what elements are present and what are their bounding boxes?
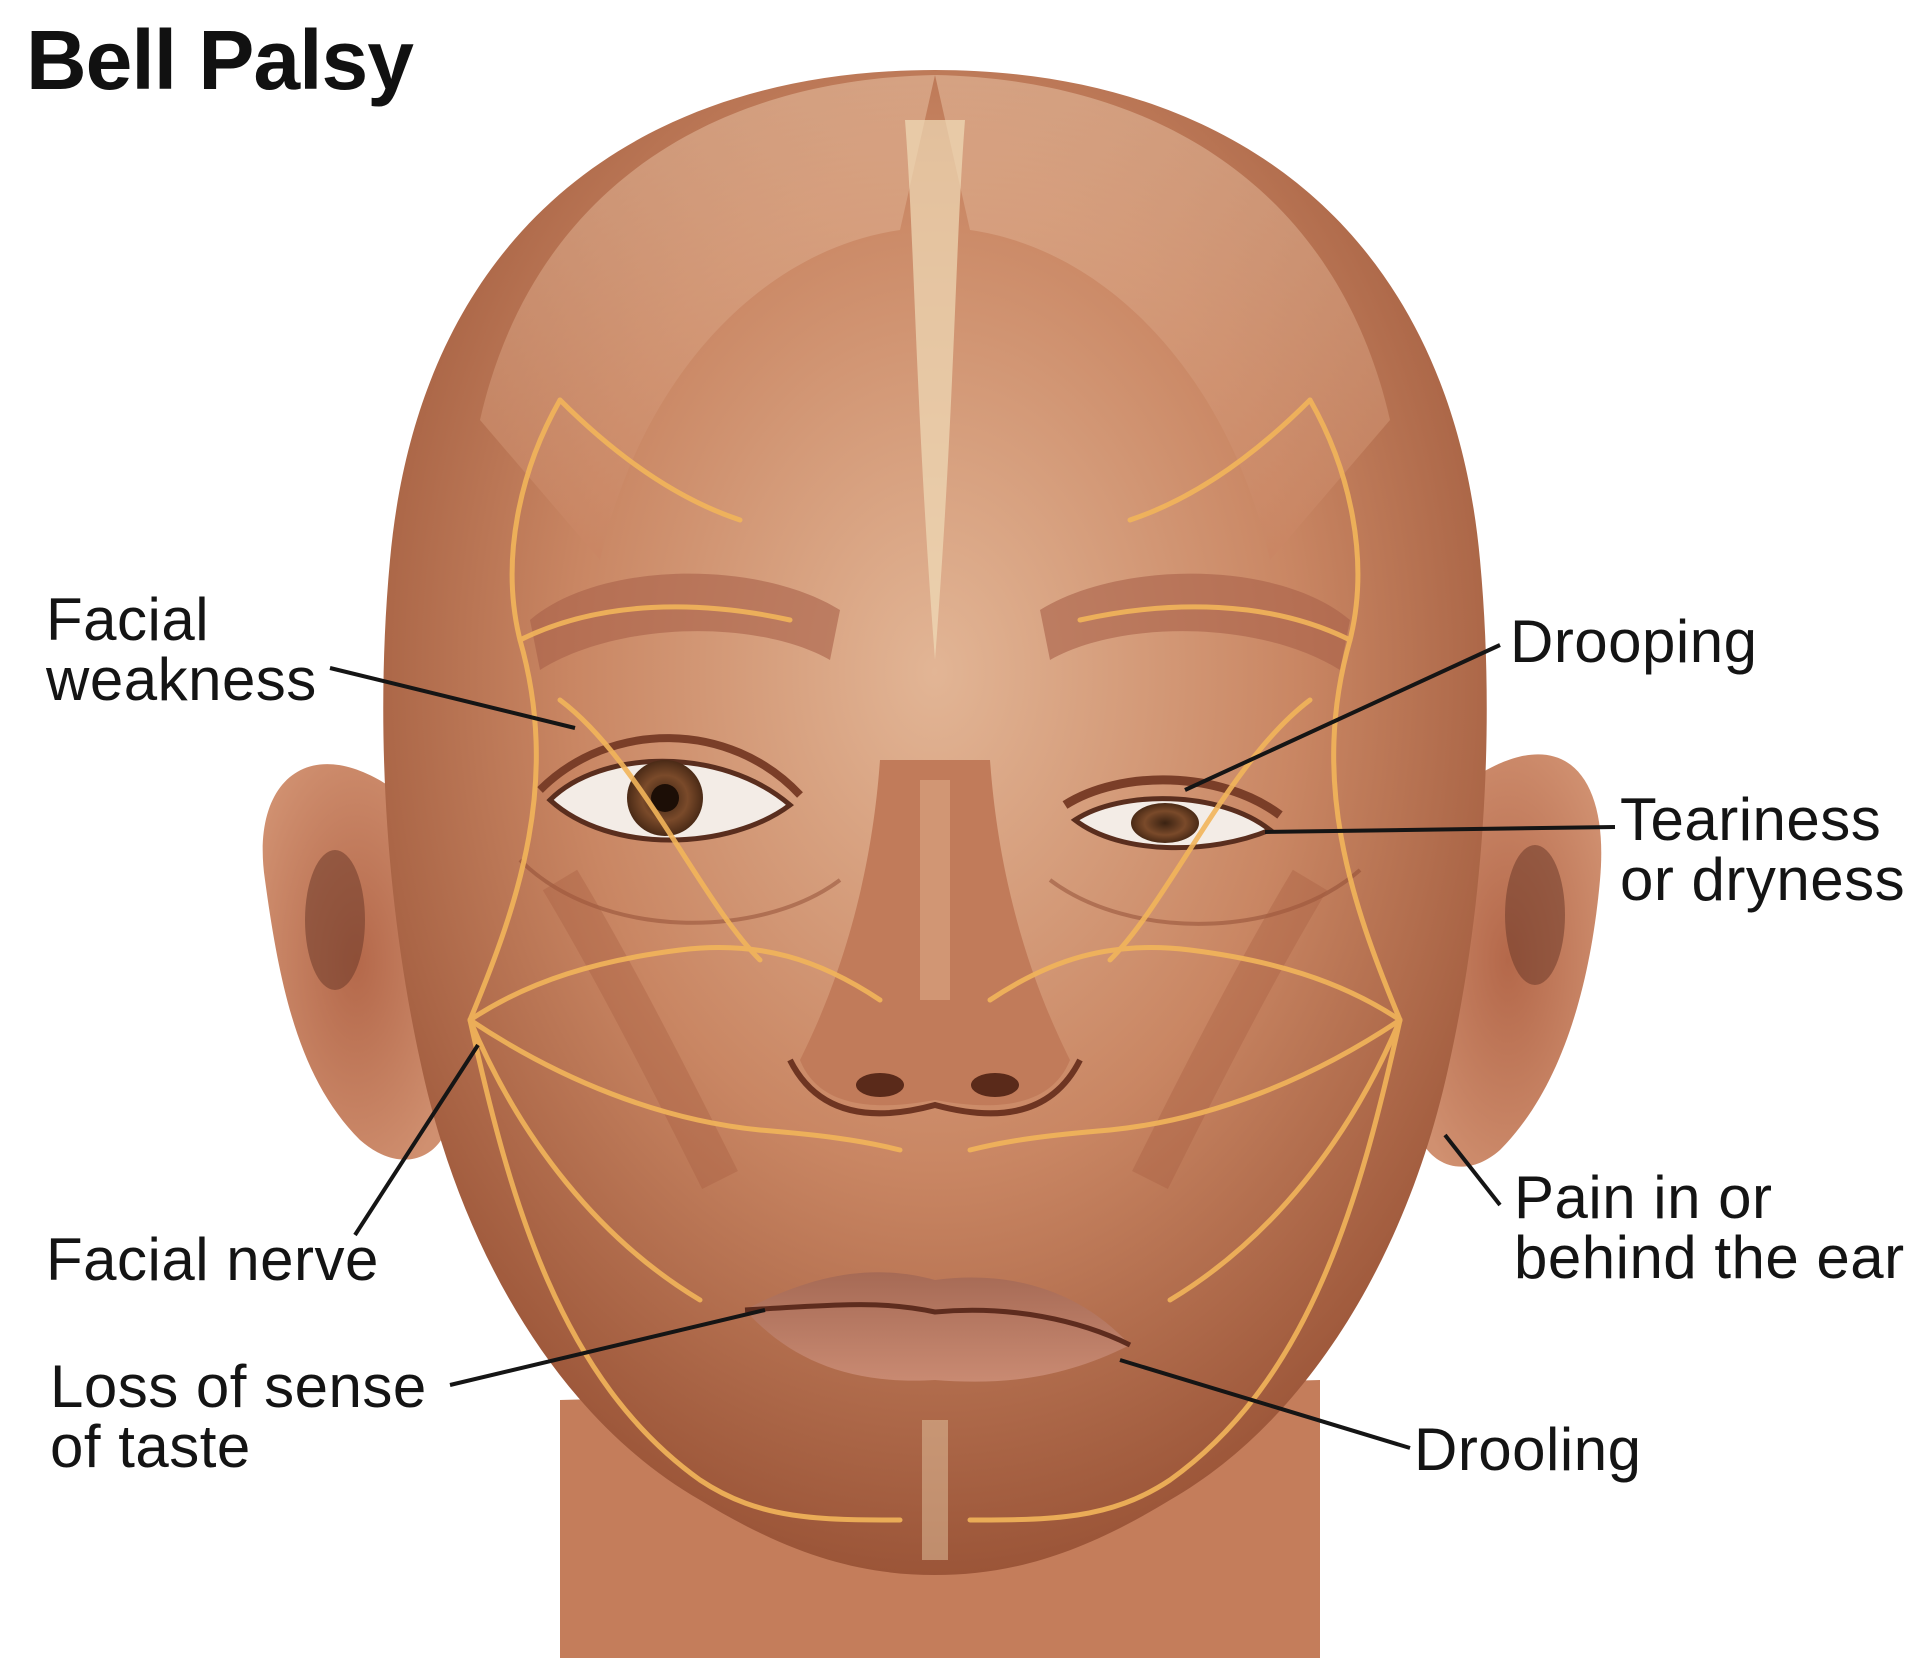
label-loss-taste: Loss of sense of taste — [50, 1357, 427, 1477]
label-facial-weakness: Facial weakness — [46, 590, 317, 710]
diagram-title: Bell Palsy — [26, 12, 413, 109]
label-teariness: Teariness or dryness — [1620, 790, 1905, 910]
label-facial-nerve: Facial nerve — [46, 1230, 379, 1290]
label-drooping: Drooping — [1510, 612, 1758, 672]
label-pain-ear: Pain in or behind the ear — [1514, 1168, 1905, 1288]
label-drooling: Drooling — [1414, 1420, 1641, 1480]
